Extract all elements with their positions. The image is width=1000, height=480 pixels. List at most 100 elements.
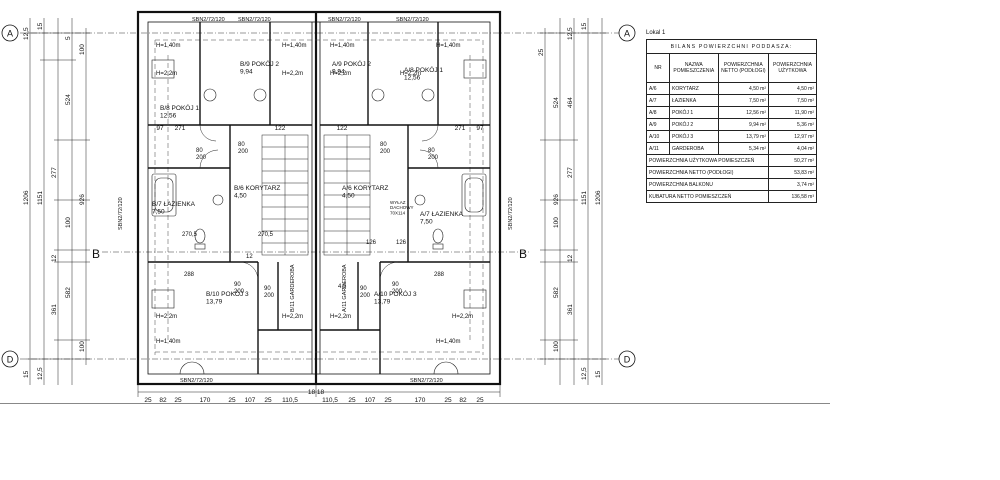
staircase-left: [261, 134, 309, 256]
svg-text:12: 12: [567, 254, 574, 262]
svg-text:100: 100: [79, 341, 86, 352]
summary-row: POWIERZCHNIA UŻYTKOWA POMIESZCZEŃ 50,27 …: [646, 154, 817, 167]
svg-text:H=1,40m: H=1,40m: [156, 339, 181, 345]
interior-partitions: [148, 22, 490, 374]
svg-text:464: 464: [567, 97, 574, 108]
axis-bubble-d-left: D: [1, 350, 19, 368]
svg-text:277: 277: [51, 167, 58, 178]
svg-text:277: 277: [567, 167, 574, 178]
svg-text:12: 12: [246, 254, 253, 260]
svg-text:SBN2/72/120: SBN2/72/120: [396, 17, 429, 23]
table-row: A/10 POKÓJ 3 13,79 m² 12,97 m²: [646, 130, 817, 143]
svg-text:1151: 1151: [37, 191, 44, 205]
bottom-dimension-lines: [137, 384, 501, 397]
svg-text:361: 361: [51, 304, 58, 315]
toilet-left: [194, 228, 206, 250]
svg-text:15: 15: [37, 22, 44, 30]
summary-row: POWIERZCHNIA BALKONU 3,74 m²: [646, 178, 817, 191]
svg-text:270,5: 270,5: [182, 232, 198, 238]
svg-text:4,5: 4,5: [338, 284, 347, 290]
staircase-right: [323, 134, 371, 256]
svg-text:288: 288: [184, 272, 195, 278]
svg-text:25: 25: [384, 397, 392, 404]
col-header-netto: POWIERZCHNIA NETTO (PODŁOGI): [717, 53, 770, 83]
svg-text:1151: 1151: [581, 191, 588, 205]
table-row: A/11 GARDEROBA 5,34 m² 4,04 m²: [646, 142, 817, 155]
svg-text:25: 25: [538, 48, 545, 56]
summary-row: KUBATURA NETTO POMIESZCZEŃ 136,58 m³: [646, 190, 817, 203]
svg-text:170: 170: [200, 397, 211, 404]
svg-text:582: 582: [553, 287, 560, 298]
svg-text:SBN2/72/120: SBN2/72/120: [238, 17, 271, 23]
svg-text:582: 582: [65, 287, 72, 298]
svg-text:12,5: 12,5: [567, 27, 574, 40]
table-row: A/8 POKÓJ 1 12,56 m² 11,90 m²: [646, 106, 817, 119]
col-header-uzytk: POWIERZCHNIA UŻYTKOWA: [768, 53, 817, 83]
svg-text:12,5: 12,5: [23, 27, 30, 40]
left-dimension-lines: [26, 18, 90, 385]
summary-row: POWIERZCHNIA NETTO (PODŁOGI) 53,83 m²: [646, 166, 817, 179]
svg-text:926: 926: [553, 194, 560, 205]
page-edge-line: [0, 403, 830, 404]
axis-bubble-a-left: A: [1, 24, 19, 42]
table-row: A/6 KORYTARZ 4,50 m² 4,50 m²: [646, 82, 817, 95]
svg-text:SBN2/72/120: SBN2/72/120: [192, 17, 225, 23]
svg-text:110,5: 110,5: [282, 397, 298, 404]
area-balance-panel: Lokal 1 BILANS POWIERZCHNI PODDASZA: NR …: [646, 30, 826, 203]
svg-text:H=1,40m: H=1,40m: [282, 43, 307, 49]
table-row: A/7 ŁAZIENKA 7,50 m² 7,50 m²: [646, 94, 817, 107]
svg-text:122: 122: [337, 125, 348, 132]
svg-text:A: A: [7, 29, 13, 39]
room-label-a11: A/11 GARDEROBA: [342, 264, 348, 312]
svg-text:97: 97: [156, 125, 164, 132]
svg-text:25: 25: [444, 397, 452, 404]
col-header-name: NAZWA POMIESZCZENIA: [669, 53, 719, 83]
window-labels: SBN2/72/120 SBN2/72/120 SBN2/72/120 SBN2…: [118, 17, 514, 384]
section-mark-b-right: B: [519, 247, 527, 261]
svg-text:288: 288: [434, 272, 445, 278]
toilet-right: [432, 228, 444, 250]
height-labels: H=1,40m H=2,2m H=1,40m H=2,2m H=1,40m H=…: [156, 43, 473, 345]
bathtub-right: [461, 173, 487, 217]
svg-text:SBN2/72/120: SBN2/72/120: [118, 197, 124, 230]
svg-text:H=2,2m: H=2,2m: [330, 71, 351, 77]
svg-text:25: 25: [228, 397, 236, 404]
svg-text:SBN2/72/120: SBN2/72/120: [328, 17, 361, 23]
svg-text:1206: 1206: [595, 190, 602, 205]
svg-text:D: D: [624, 355, 631, 365]
bottom-dimension-labels: 25 82 25 170 25 107 25 110,5 110,5 25 10…: [144, 389, 484, 404]
svg-text:H=2,2m: H=2,2m: [156, 314, 177, 320]
svg-text:5: 5: [65, 36, 72, 40]
svg-text:25: 25: [264, 397, 272, 404]
outer-walls: [136, 10, 502, 386]
svg-text:SBN2/72/120: SBN2/72/120: [180, 378, 213, 384]
svg-text:25: 25: [144, 397, 152, 404]
table-row: A/9 POKÓJ 2 9,94 m² 5,36 m²: [646, 118, 817, 131]
svg-text:270,5: 270,5: [258, 232, 274, 238]
svg-text:926: 926: [79, 194, 86, 205]
svg-text:361: 361: [567, 304, 574, 315]
svg-text:15: 15: [581, 22, 588, 30]
svg-text:A: A: [624, 29, 630, 39]
svg-text:H=2,2m: H=2,2m: [282, 71, 303, 77]
svg-text:18 18: 18 18: [308, 389, 325, 396]
svg-text:25: 25: [348, 397, 356, 404]
svg-text:25: 25: [476, 397, 484, 404]
svg-text:12: 12: [51, 254, 58, 262]
svg-text:H=1,40m: H=1,40m: [436, 339, 461, 345]
svg-text:122: 122: [275, 125, 286, 132]
doors: [199, 124, 439, 281]
svg-text:H=1,40m: H=1,40m: [156, 43, 181, 49]
axis-bubble-a-right: A: [618, 24, 636, 42]
table-title: BILANS POWIERZCHNI PODDASZA:: [646, 39, 817, 54]
svg-text:107: 107: [245, 397, 256, 404]
